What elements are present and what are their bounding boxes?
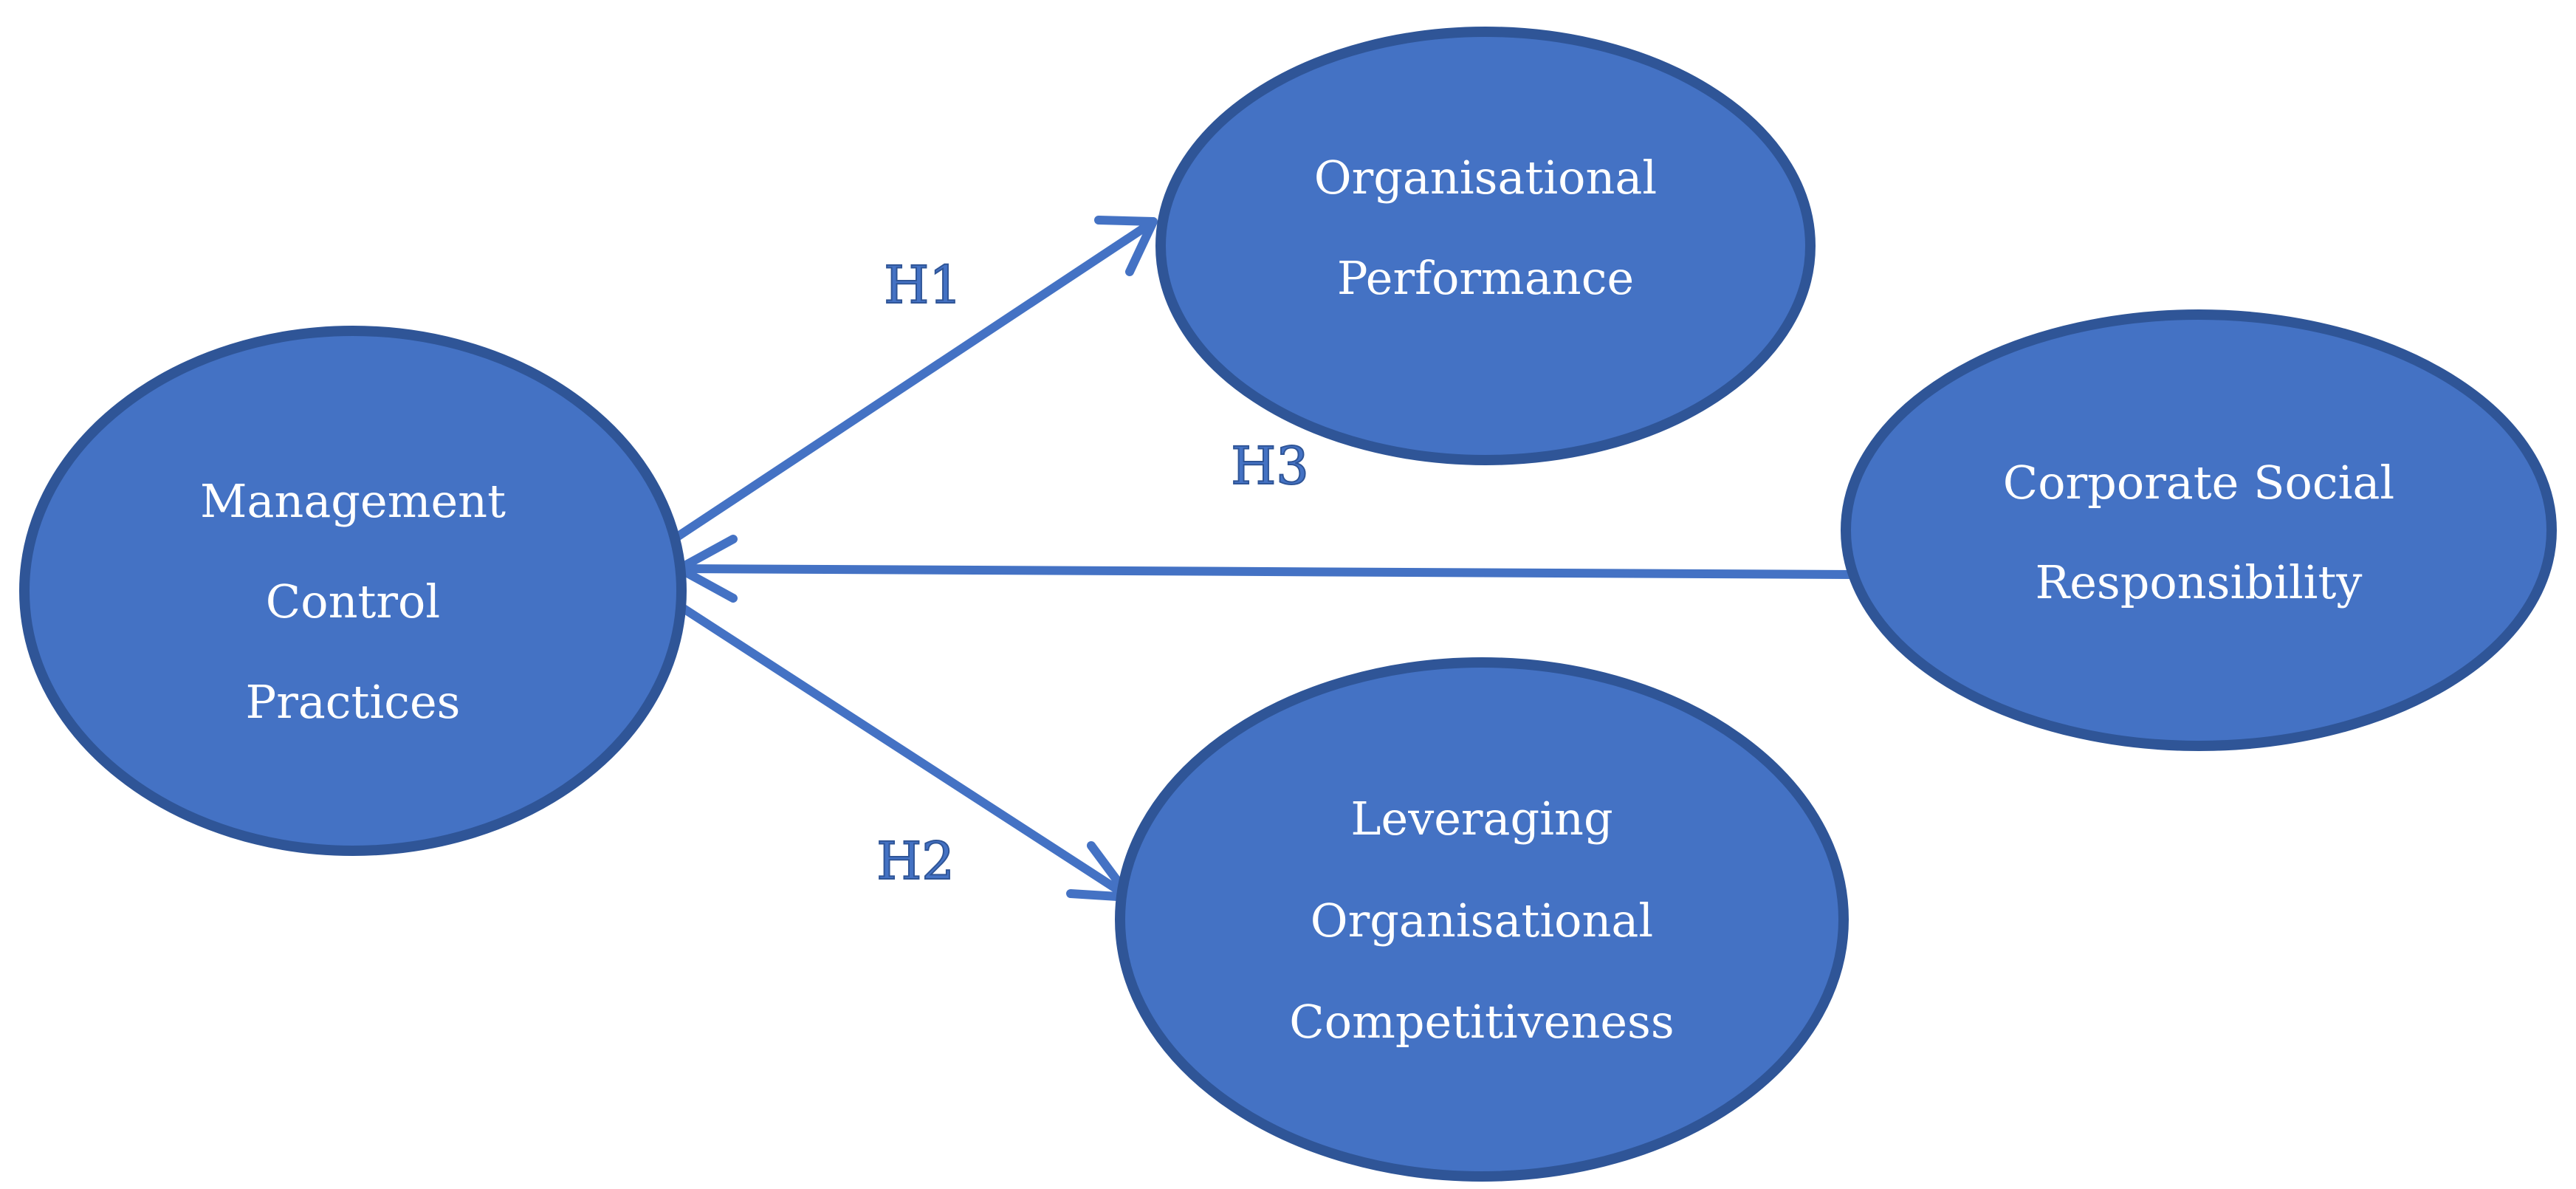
node-organisational-performance: Organisational Performance (1155, 27, 1816, 465)
node-label-line: Organisational (1311, 894, 1653, 948)
node-label-line: Responsibility (2036, 555, 2363, 609)
node-leveraging-organisational-competitiveness: Leveraging Organisational Competitivenes… (1115, 657, 1849, 1182)
node-corporate-social-responsibility: Corporate Social Responsibility (1841, 309, 2557, 751)
node-label-line: Competitiveness (1289, 995, 1674, 1049)
node-label-line: Corporate Social (2003, 456, 2394, 510)
node-label-line: Organisational (1314, 151, 1657, 205)
hypothesis-label-h1: H1 (884, 255, 962, 315)
node-label-line: Practices (245, 675, 460, 729)
node-management-control-practices: Management Control Practices (19, 326, 687, 856)
hypothesis-label-h2: H2 (876, 831, 955, 891)
arrow-h3 (675, 535, 1858, 603)
node-label-line: Performance (1337, 251, 1634, 305)
arrow-h1 (664, 216, 1158, 547)
node-label-line: Leveraging (1350, 792, 1612, 846)
node-label-line: Control (266, 575, 440, 628)
hypothesis-label-h3: H3 (1231, 436, 1309, 496)
node-label-line: Management (200, 474, 506, 528)
